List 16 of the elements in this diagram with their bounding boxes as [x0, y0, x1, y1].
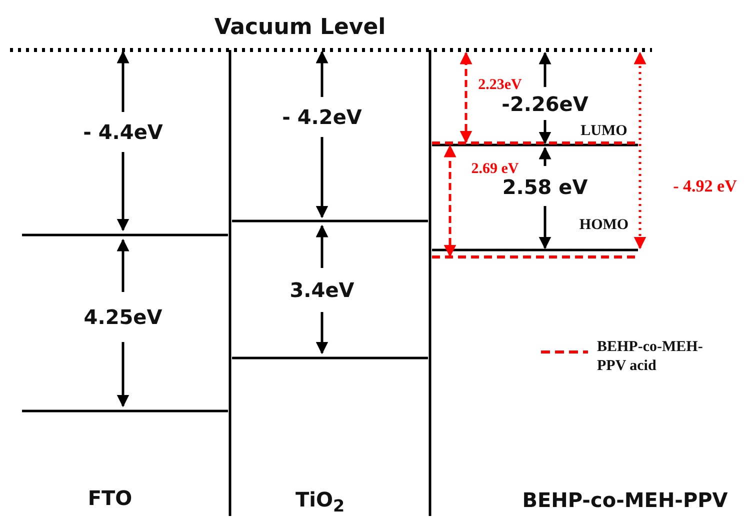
legend-text: BEHP-co-MEH-PPV acid [597, 338, 704, 376]
energy-value: - 4.4eV [83, 121, 163, 143]
column-label: BEHP-co-MEH-PPV [522, 489, 728, 511]
energy-value: 3.4eV [290, 279, 354, 301]
column-label: TiO$_{2}$ [295, 488, 345, 516]
energy-value: - 4.92 eV [673, 178, 737, 196]
level-label: LUMO [580, 122, 628, 140]
column-label: FTO [88, 487, 132, 509]
energy-value: -2.26eV [502, 93, 588, 115]
energy-value: 2.58 eV [502, 176, 588, 198]
energy-value: 2.23eV [478, 76, 522, 94]
energy-value: - 4.2eV [282, 106, 362, 128]
level-label: HOMO [579, 216, 629, 234]
energy-value: 2.69 eV [471, 160, 519, 178]
energy-value: 4.25eV [84, 306, 162, 328]
heading-text: Vacuum Level [214, 16, 386, 40]
